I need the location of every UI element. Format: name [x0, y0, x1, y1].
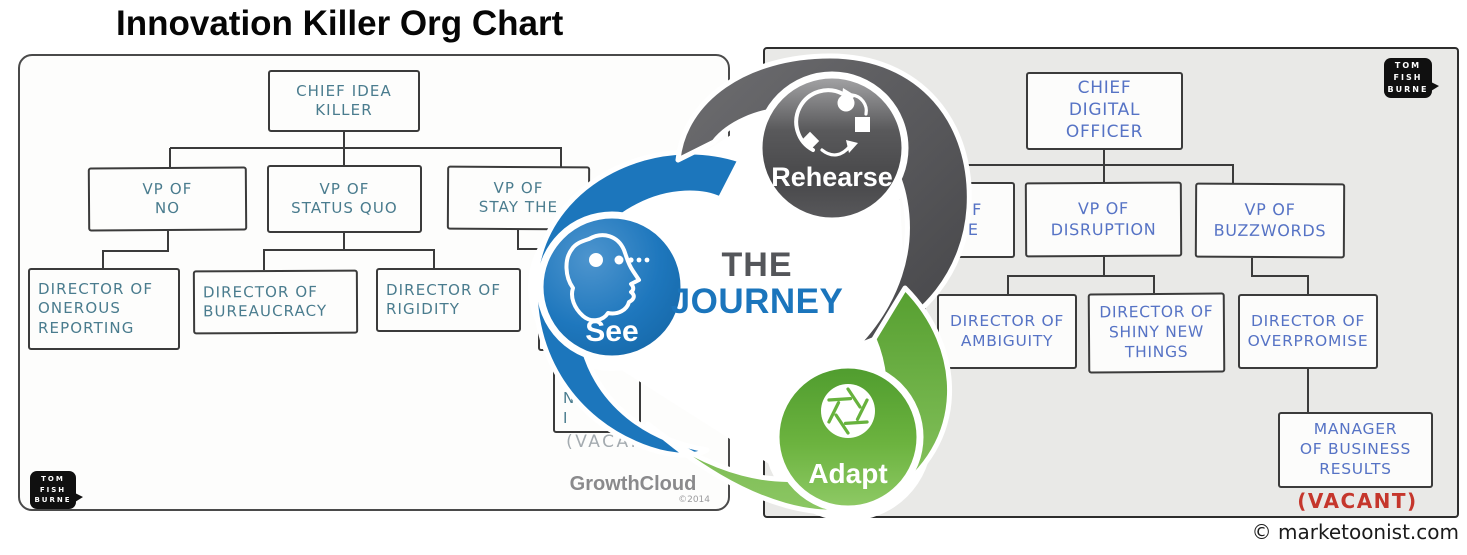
connector-line [1307, 369, 1309, 412]
connector-line [905, 275, 929, 277]
org-box-director-onerous-reporting: DIRECTOR OF ONEROUS REPORTING [28, 268, 180, 350]
org-box-manager-business-results: MANAGER OF BUSINESS RESULTS [1278, 412, 1433, 488]
connector-line [102, 250, 169, 252]
connector-line [1153, 276, 1155, 293]
org-box-director-bureaucracy: DIRECTOR OF BUREAUCRACY [192, 269, 359, 335]
connector-line [167, 231, 169, 252]
connector-line [517, 248, 579, 250]
connector-line [1007, 275, 1155, 277]
marketoonist-credit: © marketoonist.com [1251, 520, 1459, 544]
connector-line [102, 251, 104, 268]
org-box-chief-digital-officer: CHIEF DIGITAL OFFICER [1026, 72, 1183, 150]
org-box-director-rigidity: DIRECTOR OF RIGIDITY [376, 268, 521, 332]
connector-line [433, 250, 435, 268]
org-box-chief-idea-killer: CHIEF IDEA KILLER [268, 70, 420, 132]
connector-line [343, 233, 345, 251]
connector-line [1307, 276, 1309, 294]
connector-line [905, 276, 907, 293]
org-box-vp-of-disruption: VP OF DISRUPTION [1024, 181, 1183, 258]
connector-line [343, 148, 345, 166]
connector-line [1103, 257, 1105, 277]
page-title: Innovation Killer Org Chart [116, 4, 564, 43]
connector-line [1232, 165, 1234, 184]
vacant-note-left: (VACANT) [566, 432, 668, 452]
connector-line [1103, 165, 1105, 183]
org-box-vp-of-status-quo: VP OF STATUS QUO [267, 165, 422, 233]
org-box-director-partial: D A P [538, 263, 638, 351]
connector-line [930, 165, 932, 183]
growthcloud-copyright-year: ©2014 [678, 495, 710, 505]
tom-fishburne-logo: TOM FISH BURNE [30, 471, 83, 509]
connector-line [170, 147, 562, 149]
connector-line [930, 164, 1234, 166]
org-box-director-ambiguity: DIRECTOR OF AMBIGUITY [937, 294, 1077, 369]
connector-line [1251, 275, 1309, 277]
org-box-vp-of-hype: VP OF HYPE [898, 182, 1015, 258]
org-box-director-shiny-new-things: DIRECTOR OF SHINY NEW THINGS [1087, 292, 1226, 374]
connector-line [263, 250, 265, 270]
growthcloud-credit: GrowthCloud [569, 473, 697, 495]
connector-line [343, 132, 345, 148]
org-box-vp-of-stay-the: VP OF STAY THE [446, 165, 591, 231]
connector-line [169, 148, 171, 168]
connector-line [560, 148, 562, 167]
org-box-manager-partial: M NE I [553, 365, 641, 433]
tom-fishburne-logo: TOM FISH BURNE [1384, 58, 1439, 98]
connector-line [1103, 150, 1105, 165]
vacant-note-right: (VACANT) [1297, 489, 1418, 513]
connector-line [1007, 276, 1009, 294]
connector-line [263, 249, 435, 251]
connector-line [517, 230, 519, 250]
connector-line [577, 249, 579, 263]
org-box-director-overpromise: DIRECTOR OF OVERPROMISE [1238, 294, 1378, 369]
connector-line [1251, 258, 1253, 277]
org-box-director-partial: OF RY [886, 293, 926, 370]
org-box-vp-of-no: VP OF NO [87, 166, 248, 232]
org-box-vp-of-buzzwords: VP OF BUZZWORDS [1194, 182, 1346, 259]
